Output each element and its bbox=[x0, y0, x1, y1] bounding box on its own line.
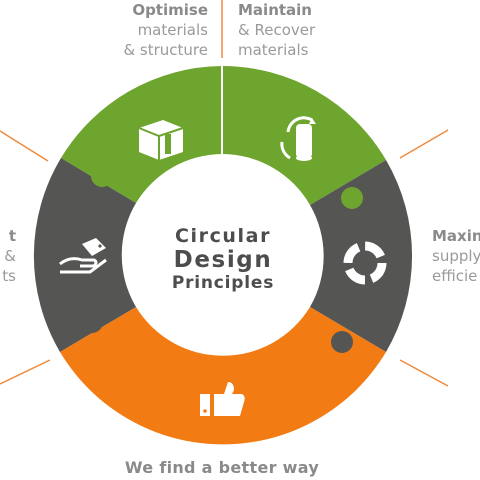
label-optimise-line1: materials bbox=[137, 21, 208, 39]
label-maintain-title: Maintain bbox=[238, 1, 312, 19]
label-optimise-line2: & structure bbox=[123, 41, 208, 59]
center-title: Circular Design Principles bbox=[150, 225, 296, 293]
label-left-cut-line2: ts bbox=[2, 267, 16, 285]
connector-line-lower-left bbox=[0, 359, 51, 385]
connector-line-lower-right bbox=[399, 359, 449, 387]
puzzle-tab-right-green bbox=[341, 187, 363, 209]
footer-tagline: We find a better way bbox=[124, 458, 320, 477]
label-optimise-title: Optimise bbox=[132, 1, 208, 19]
label-maximise-cut: Maxin supply efficie bbox=[432, 226, 480, 286]
label-maximise-cut-line2: efficie bbox=[432, 267, 478, 285]
label-maintain-line1: & Recover bbox=[238, 21, 316, 39]
recycle-roll-icon bbox=[280, 116, 316, 161]
label-left-cut-line1: & bbox=[4, 247, 16, 265]
center-title-line1: Circular bbox=[174, 225, 272, 247]
box-tape-icon bbox=[138, 120, 184, 160]
connector-line-upper-left bbox=[0, 130, 49, 162]
puzzle-tab-left-green bbox=[91, 165, 113, 187]
label-left-cut-title: t bbox=[8, 227, 16, 245]
thumbs-up-icon bbox=[200, 382, 245, 416]
hand-tag-icon bbox=[59, 238, 107, 274]
label-maintain: Maintain & Recover materials bbox=[238, 0, 315, 60]
connector-line-upper-right bbox=[399, 129, 449, 159]
label-maximise-cut-line1: supply bbox=[432, 247, 480, 265]
puzzle-tab-right-gray bbox=[331, 331, 353, 353]
label-maximise-cut-title: Maxin bbox=[432, 227, 480, 245]
puzzle-tab-left-gray bbox=[81, 311, 103, 333]
segment-orange bbox=[60, 307, 386, 445]
label-maintain-line2: materials bbox=[238, 41, 309, 59]
center-title-line2: Design bbox=[173, 247, 273, 273]
puzzle-tab-top bbox=[225, 101, 247, 123]
center-circle bbox=[126, 159, 320, 353]
label-left-cut: t & ts bbox=[0, 226, 16, 286]
lifebuoy-icon bbox=[343, 241, 387, 285]
center-title-line3: Principles bbox=[171, 273, 275, 293]
label-optimise: Optimise materials & structure bbox=[100, 0, 208, 60]
segment-gray bbox=[33, 158, 413, 352]
